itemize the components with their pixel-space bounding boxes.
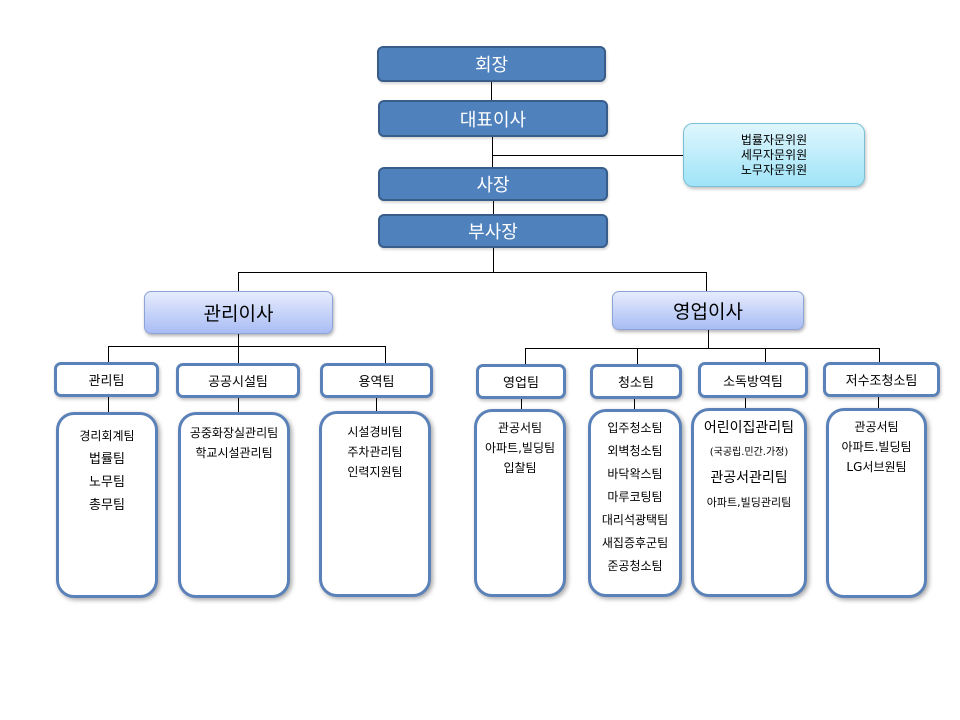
ceo-label: 대표이사	[459, 109, 527, 131]
subteam-box-cleaning: 입주청소팀 외벽청소팀 바닥왁스팀 마루코팅팀 대리석광택팀 새집증후군팀 준공…	[588, 409, 682, 597]
connector-line	[708, 329, 709, 349]
connector-line	[521, 398, 522, 410]
president-box: 사장	[378, 167, 608, 201]
subteam-item: LG서브원팀	[846, 460, 907, 474]
connector-line	[765, 348, 766, 363]
vice-president-label: 부사장	[468, 222, 518, 243]
president-label: 사장	[476, 175, 510, 196]
connector-line	[108, 346, 109, 363]
subteam-item: 노무팀	[89, 475, 125, 490]
connector-line	[706, 272, 707, 292]
connector-line	[745, 397, 746, 409]
subteam-item: 어린이집관리팀	[703, 420, 795, 436]
connector-line	[492, 136, 493, 168]
subteam-item: 입주청소팀	[607, 421, 663, 435]
ceo-box: 대표이사	[378, 100, 608, 137]
chairman-label: 회장	[474, 55, 509, 76]
subteam-item: 경리회계팀	[79, 429, 135, 443]
subteam-box-sales: 관공서팀 아파트,빌딩팀 입찰팀	[474, 409, 566, 597]
subteam-box-public-facilities: 공중화장실관리팀 학교시설관리팀	[178, 412, 290, 598]
subteam-item: 공중화장실관리팀	[189, 426, 279, 440]
subteam-item: 바닥왁스팀	[607, 467, 663, 481]
connector-line	[525, 348, 526, 366]
subteam-item: 주차관리팀	[347, 445, 403, 459]
advisor-item: 노무자문위원	[740, 162, 808, 177]
advisor-item: 세무자문위원	[740, 147, 808, 162]
connector-line-advisors	[492, 155, 684, 156]
advisor-item: 법률자문위원	[740, 132, 808, 147]
connector-line	[238, 272, 239, 292]
connector-line-sales-teams	[525, 348, 880, 349]
subteam-item: 마루코팅팀	[607, 490, 663, 504]
connector-line	[238, 397, 239, 413]
subteam-item: 시설경비팀	[347, 425, 403, 439]
team-box-service: 용역팀	[320, 363, 433, 398]
connector-line	[491, 80, 492, 100]
connector-line	[493, 200, 494, 216]
subteam-item: 관공서팀	[854, 420, 899, 434]
team-label: 저수조청소팀	[845, 374, 918, 389]
team-label: 관리팀	[88, 374, 125, 389]
team-label: 영업팀	[503, 376, 539, 391]
team-box-water-tank: 저수조청소팀	[823, 362, 940, 397]
subteam-item: 학교시설관리팀	[195, 446, 273, 460]
subteam-box-service: 시설경비팀 주차관리팀 인력지원팀	[319, 411, 431, 597]
connector-line	[878, 396, 879, 408]
management-director-box: 관리이사	[144, 291, 333, 334]
subteam-item: 관공서팀	[497, 421, 543, 435]
chairman-box: 회장	[377, 46, 606, 82]
connector-line-directors	[238, 272, 707, 273]
subteam-item: 새집증후군팀	[601, 536, 669, 550]
connector-line	[493, 247, 494, 272]
team-label: 소독방역팀	[723, 374, 783, 390]
subteam-item: 인력지원팀	[347, 465, 403, 479]
team-label: 공공시설팀	[208, 375, 268, 390]
sales-director-box: 영업이사	[612, 291, 804, 330]
subteam-item: 총무팀	[89, 498, 125, 513]
sales-director-label: 영업이사	[673, 301, 743, 323]
subteam-box-management: 경리회계팀 법률팀 노무팀 총무팀	[56, 412, 158, 598]
connector-line	[385, 346, 386, 363]
connector-line	[376, 397, 377, 412]
connector-line	[108, 395, 109, 413]
vice-president-box: 부사장	[378, 214, 608, 248]
subteam-item: 관공서관리팀	[710, 470, 788, 486]
subteam-item: 외벽청소팀	[607, 444, 663, 458]
management-director-label: 관리이사	[203, 303, 274, 325]
subteam-item: 아파트.빌딩팀	[841, 440, 912, 454]
subteam-item: 아파트,빌딩관리팀	[706, 496, 792, 509]
connector-line-management-teams	[108, 346, 385, 347]
subteam-item: 아파트,빌딩팀	[484, 441, 556, 455]
subteam-box-water-tank: 관공서팀 아파트.빌딩팀 LG서브원팀	[826, 408, 927, 598]
team-box-cleaning: 청소팀	[590, 364, 682, 399]
team-box-disinfection: 소독방역팀	[698, 362, 808, 398]
subteam-item: 법률팀	[89, 452, 125, 467]
subteam-item: 입찰팀	[503, 461, 537, 475]
team-box-sales: 영업팀	[476, 364, 566, 399]
team-box-public-facilities: 공공시설팀	[176, 363, 300, 398]
subteam-box-disinfection: 어린이집관리팀 (국공립.민간.가정) 관공서관리팀 아파트,빌딩관리팀	[691, 408, 807, 597]
team-label: 청소팀	[618, 376, 654, 391]
subteam-item: 준공청소팀	[607, 559, 663, 573]
subteam-item: (국공립.민간.가정)	[709, 447, 789, 458]
connector-line	[634, 398, 635, 410]
team-box-management: 관리팀	[54, 362, 159, 397]
advisors-box: 법률자문위원 세무자문위원 노무자문위원	[683, 123, 865, 187]
subteam-item: 대리석광택팀	[601, 513, 669, 527]
team-label: 용역팀	[358, 375, 395, 390]
connector-line	[238, 333, 239, 363]
connector-line	[879, 348, 880, 364]
connector-line	[637, 348, 638, 366]
